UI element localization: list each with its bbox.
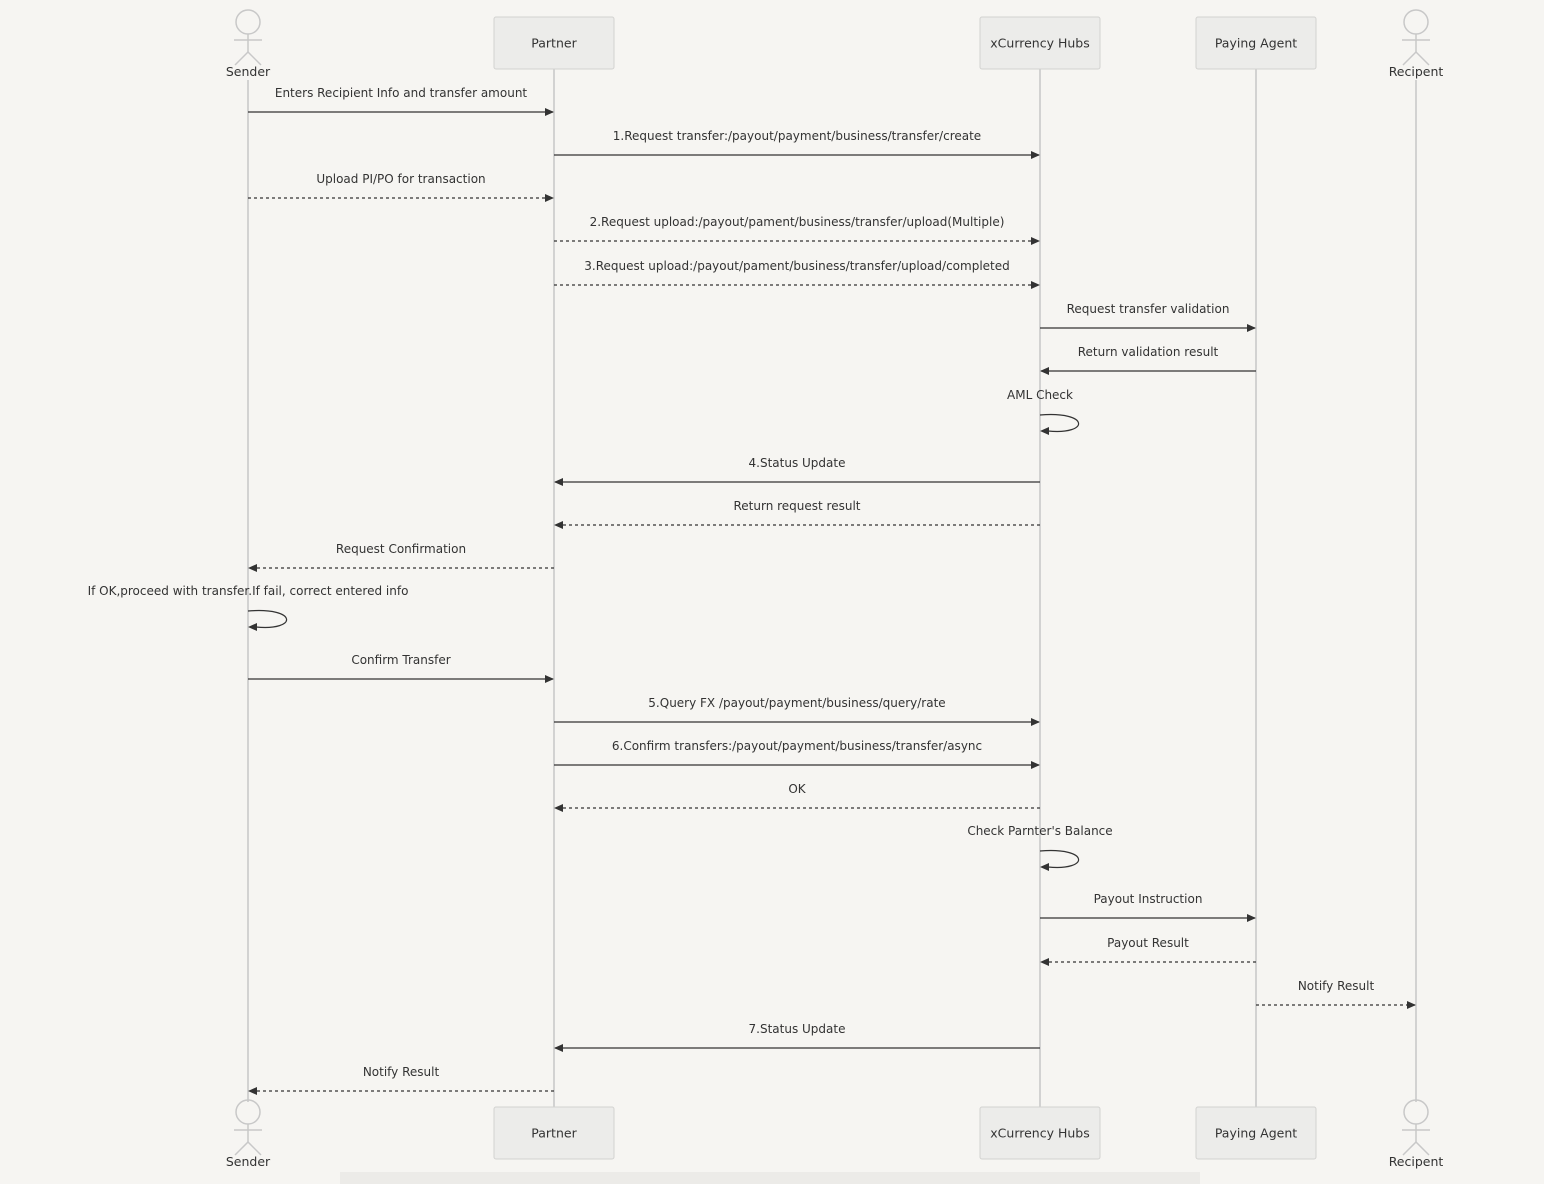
participant-xcurrency-top: xCurrency Hubs xyxy=(979,16,1101,70)
arrowhead xyxy=(1031,718,1040,726)
message-label: Request Confirmation xyxy=(336,542,466,556)
arrowhead xyxy=(248,564,257,572)
message-label: 7.Status Update xyxy=(749,1022,846,1036)
message-label: Check Parnter's Balance xyxy=(967,824,1112,838)
actor-label: Sender xyxy=(226,64,271,79)
actor-recipient-bottom: Recipent xyxy=(1389,1099,1444,1169)
self-loop-line xyxy=(247,609,288,629)
actor-label: Recipent xyxy=(1389,64,1444,79)
participant-label: xCurrency Hubs xyxy=(990,36,1089,51)
arrowhead xyxy=(554,804,563,812)
participant-partner-bottom: Partner xyxy=(493,1106,615,1160)
message-5: 3.Request upload:/payout/pament/business… xyxy=(554,259,1040,289)
message-label: If OK,proceed with transfer.If fail, cor… xyxy=(88,584,409,598)
message-label: Upload PI/PO for transaction xyxy=(316,172,485,186)
message-11: Request Confirmation xyxy=(248,542,554,572)
participant-label: xCurrency Hubs xyxy=(990,1126,1089,1141)
participant-partner-top: Partner xyxy=(493,16,615,70)
message-label: Payout Instruction xyxy=(1094,892,1203,906)
actor-sender-bottom: Sender xyxy=(226,1099,271,1169)
arrowhead xyxy=(1031,761,1040,769)
message-18: Payout Instruction xyxy=(1040,892,1256,922)
arrowhead xyxy=(1040,427,1049,435)
participant-paying_agent-top: Paying Agent xyxy=(1195,16,1317,70)
arrowhead xyxy=(545,108,554,116)
actor-label: Recipent xyxy=(1389,1154,1444,1169)
message-label: Notify Result xyxy=(363,1065,440,1079)
message-2: 1.Request transfer:/payout/payment/busin… xyxy=(554,129,1040,159)
message-label: 1.Request transfer:/payout/payment/busin… xyxy=(613,129,981,143)
arrowhead xyxy=(545,675,554,683)
message-16: OK xyxy=(554,782,1040,812)
participant-label: Paying Agent xyxy=(1215,36,1297,51)
actor-label: Sender xyxy=(226,1154,271,1169)
participant-label: Partner xyxy=(531,1126,577,1141)
message-label: Notify Result xyxy=(1298,979,1375,993)
message-8: AML Check xyxy=(1007,388,1080,435)
message-label: Payout Result xyxy=(1107,936,1189,950)
arrowhead xyxy=(1247,914,1256,922)
actor-recipient-top: Recipent xyxy=(1389,9,1444,79)
message-22: Notify Result xyxy=(248,1065,554,1095)
bottom-shadow xyxy=(340,1172,1200,1184)
message-13: Confirm Transfer xyxy=(248,653,554,683)
message-label: 2.Request upload:/payout/pament/business… xyxy=(590,215,1005,229)
message-label: Return request result xyxy=(733,499,860,513)
message-label: Return validation result xyxy=(1078,345,1219,359)
message-label: 6.Confirm transfers:/payout/payment/busi… xyxy=(612,739,982,753)
message-3: Upload PI/PO for transaction xyxy=(248,172,554,202)
participant-label: Paying Agent xyxy=(1215,1126,1297,1141)
message-label: 3.Request upload:/payout/pament/business… xyxy=(584,259,1009,273)
message-21: 7.Status Update xyxy=(554,1022,1040,1052)
arrowhead xyxy=(1040,958,1049,966)
message-label: 5.Query FX /payout/payment/business/quer… xyxy=(648,696,945,710)
arrowhead xyxy=(1407,1001,1416,1009)
message-6: Request transfer validation xyxy=(1040,302,1256,332)
message-14: 5.Query FX /payout/payment/business/quer… xyxy=(554,696,1040,726)
message-1: Enters Recipient Info and transfer amoun… xyxy=(248,86,554,116)
arrowhead xyxy=(1040,863,1049,871)
message-15: 6.Confirm transfers:/payout/payment/busi… xyxy=(554,739,1040,769)
participant-label: Partner xyxy=(531,36,577,51)
message-label: Request transfer validation xyxy=(1067,302,1230,316)
arrowhead xyxy=(248,1087,257,1095)
message-label: OK xyxy=(788,782,806,796)
message-label: Enters Recipient Info and transfer amoun… xyxy=(275,86,528,100)
message-12: If OK,proceed with transfer.If fail, cor… xyxy=(88,584,409,631)
message-19: Payout Result xyxy=(1040,936,1256,966)
arrowhead xyxy=(1247,324,1256,332)
message-label: Confirm Transfer xyxy=(351,653,450,667)
self-loop-line xyxy=(1039,849,1080,869)
participant-xcurrency-bottom: xCurrency Hubs xyxy=(979,1106,1101,1160)
arrowhead xyxy=(554,521,563,529)
message-17: Check Parnter's Balance xyxy=(967,824,1113,871)
message-label: AML Check xyxy=(1007,388,1073,402)
message-7: Return validation result xyxy=(1040,345,1256,375)
arrowhead xyxy=(248,623,257,631)
self-loop-line xyxy=(1039,413,1080,433)
actor-sender-top: Sender xyxy=(226,9,271,79)
message-10: Return request result xyxy=(554,499,1040,529)
arrowhead xyxy=(1031,151,1040,159)
message-label: 4.Status Update xyxy=(749,456,846,470)
message-20: Notify Result xyxy=(1256,979,1416,1009)
arrowhead xyxy=(1040,367,1049,375)
arrowhead xyxy=(545,194,554,202)
arrowhead xyxy=(1031,237,1040,245)
participant-paying_agent-bottom: Paying Agent xyxy=(1195,1106,1317,1160)
message-4: 2.Request upload:/payout/pament/business… xyxy=(554,215,1040,245)
arrowhead xyxy=(554,1044,563,1052)
arrowhead xyxy=(554,478,563,486)
arrowhead xyxy=(1031,281,1040,289)
message-9: 4.Status Update xyxy=(554,456,1040,486)
